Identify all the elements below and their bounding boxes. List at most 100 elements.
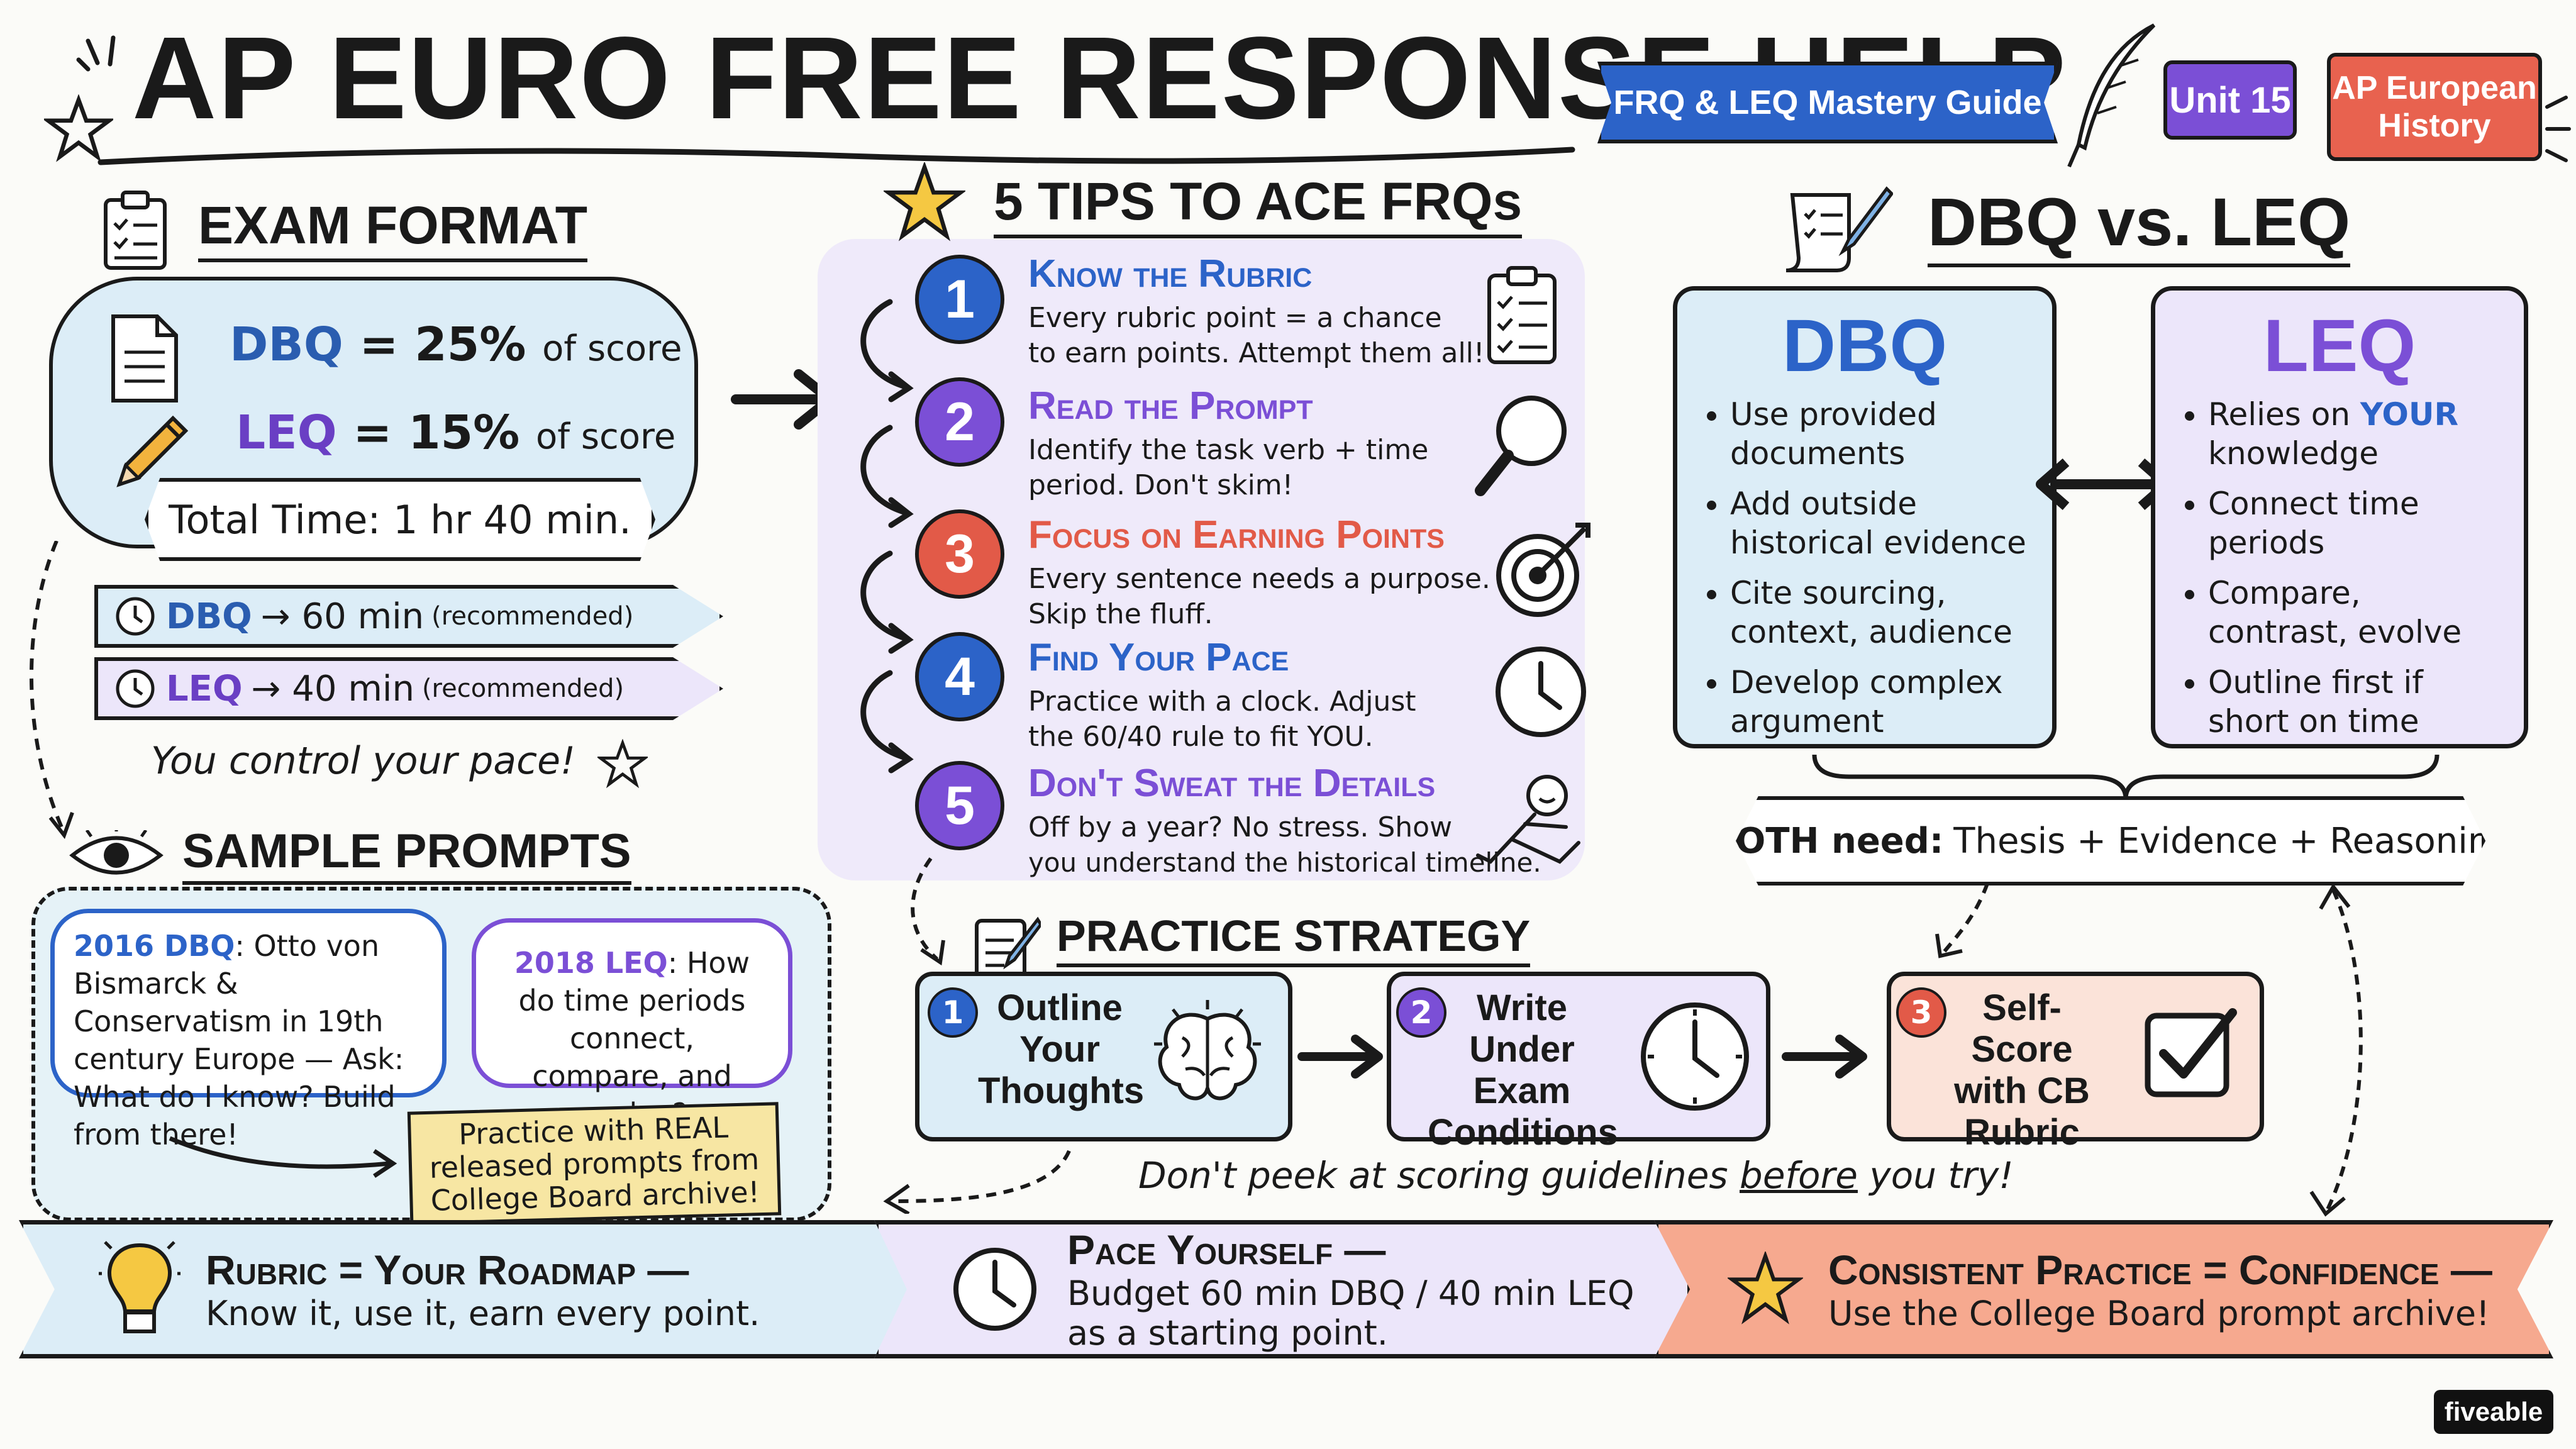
tip-4-number: 4 — [915, 632, 1004, 721]
tip-3-number: 3 — [915, 509, 1004, 599]
star-icon — [884, 162, 965, 244]
bottom-practice-title: Consistent Practice = Confidence — — [1828, 1246, 2492, 1293]
tip-1-body-1: Every rubric point = a chance — [1028, 302, 1442, 334]
dbq-card-list: Use provided documents Add outside histo… — [1702, 395, 2027, 741]
course-badge-line1: AP European — [2332, 70, 2537, 106]
leq-item-prefix: Relies on — [2208, 396, 2360, 433]
list-item: Cite sourcing, context, audience — [1730, 574, 2027, 652]
tip-5-body-2: you understand the historical timeline. — [1028, 847, 1541, 878]
dashed-connector — [893, 855, 969, 969]
target-icon — [1491, 516, 1597, 623]
list-item: Outline first if short on time — [2208, 663, 2499, 741]
pace-note: You control your pace! — [151, 739, 576, 783]
clock-icon — [113, 594, 157, 638]
sticky-note: Practice with REAL released prompts from… — [407, 1102, 782, 1225]
flow-arrows — [846, 296, 928, 799]
tip-4-title: Find Your Pace — [1028, 636, 1289, 679]
dashed-connector — [13, 541, 88, 843]
dbq-sample-year: 2016 DBQ — [74, 929, 235, 963]
dbq-card-heading: DBQ — [1782, 304, 1948, 387]
star-icon — [597, 739, 648, 789]
leq-time-banner: LEQ → 40 min (recommended) — [94, 657, 723, 720]
samples-title: SAMPLE PROMPTS — [182, 824, 631, 885]
list-item: Use provided documents — [1730, 395, 2027, 473]
step-3-number: 3 — [1896, 987, 1946, 1038]
step-2-number: 2 — [1396, 987, 1446, 1038]
dbq-weight-value: = 25% — [359, 318, 526, 372]
leq-weight-label: LEQ — [236, 406, 337, 460]
clock-icon — [113, 667, 157, 711]
tip-4-body-2: the 60/40 rule to fit YOU. — [1028, 721, 1374, 753]
tips-title: 5 TIPS TO ACE FRQs — [994, 171, 1523, 238]
strategy-note-post: you try! — [1857, 1154, 2014, 1197]
tip-5-title: Don't Sweat the Details — [1028, 762, 1436, 805]
tip-5-body-1: Off by a year? No stress. Show — [1028, 811, 1453, 843]
leq-time-value: → 40 min — [251, 668, 414, 709]
tip-1-number: 1 — [915, 255, 1004, 344]
tip-2-title: Read the Prompt — [1028, 384, 1313, 428]
leq-weight-suffix: of score — [536, 416, 676, 457]
dbq-weight-suffix: of score — [542, 328, 682, 369]
tip-3-body-1: Every sentence needs a purpose. — [1028, 563, 1491, 595]
list-item: Relies on YOUR knowledge — [2208, 395, 2499, 473]
bottom-pace-body-1: Budget 60 min DBQ / 40 min LEQ — [1067, 1274, 1635, 1313]
leq-weight-value: = 15% — [353, 406, 520, 460]
guide-badge: FRQ & LEQ Mastery Guide — [1597, 62, 2058, 143]
both-need-label: BOTH need: — [1709, 820, 1944, 862]
step-2-text: Write Under Exam Conditions — [1428, 987, 1618, 1153]
total-time-banner: Total Time: 1 hr 40 min. — [145, 478, 655, 561]
bottom-rubric-title: Rubric = Your Roadmap — — [206, 1246, 689, 1293]
tip-3-title: Focus on Earning Points — [1028, 513, 1445, 557]
brand-logo: fiveable — [2434, 1390, 2553, 1434]
lightbulb-icon — [99, 1236, 180, 1343]
dbq-time-note: (recommended) — [431, 602, 634, 631]
leq-sample-year: 2018 LEQ — [514, 946, 668, 980]
step-3-text: Self-Score with CB Rubric — [1954, 987, 2090, 1153]
dbq-weight-line: DBQ = 25% of score — [230, 318, 682, 372]
list-item: Compare, contrast, evolve — [2208, 574, 2499, 652]
leq-card-list: Relies on YOUR knowledge Connect time pe… — [2180, 395, 2499, 741]
curly-brace — [1811, 752, 2440, 802]
eye-icon — [69, 830, 164, 880]
leq-sample-bubble: 2018 LEQ: How do time periods connect, c… — [472, 918, 792, 1131]
notepad-pen-icon — [972, 912, 1041, 981]
bottom-segment-rubric: Rubric = Your Roadmap — Know it, use it,… — [19, 1220, 912, 1358]
strategy-note: Don't peek at scoring guidelines before … — [1138, 1154, 2014, 1197]
bottom-practice-body: Use the College Board prompt archive! — [1828, 1293, 2490, 1333]
unit-badge: Unit 15 — [2163, 60, 2297, 140]
relaxed-person-icon — [1465, 767, 1591, 880]
tip-3-body-2: Skip the fluff. — [1028, 598, 1213, 630]
dbq-card: DBQ Use provided documents Add outside h… — [1673, 286, 2057, 748]
arrow-right-icon — [1296, 1031, 1390, 1082]
dashed-connector — [1924, 880, 2000, 962]
leq-time-label: LEQ — [166, 668, 243, 709]
both-need-text: Thesis + Evidence + Reasoning — [1953, 820, 2512, 862]
tip-5-number: 5 — [915, 761, 1004, 850]
tip-2-number: 2 — [915, 377, 1004, 467]
clock-icon — [1635, 997, 1755, 1116]
burst-lines-icon — [75, 25, 132, 82]
tip-1-body-2: to earn points. Attempt them all! — [1028, 337, 1485, 369]
leq-item-suffix: knowledge — [2208, 435, 2379, 472]
bottom-rubric-body: Know it, use it, earn every point. — [206, 1293, 760, 1333]
strategy-note-pre: Don't peek at scoring guidelines — [1138, 1154, 1740, 1197]
tip-2-body-1: Identify the task verb + time — [1028, 434, 1429, 466]
leq-card: LEQ Relies on YOUR knowledge Connect tim… — [2151, 286, 2528, 748]
dashed-connector — [874, 1145, 1082, 1214]
bottom-segment-pace: Pace Yourself — Budget 60 min DBQ / 40 m… — [874, 1220, 1692, 1358]
brain-icon — [1145, 994, 1270, 1119]
step-1-text: Outline Your Thoughts — [978, 987, 1145, 1111]
leq-weight-line: LEQ = 15% of score — [236, 406, 675, 460]
tip-1-title: Know the Rubric — [1028, 252, 1313, 296]
pencil-icon — [107, 409, 195, 497]
dbq-time-banner: DBQ → 60 min (recommended) — [94, 585, 723, 648]
course-badge-line2: History — [2378, 108, 2491, 144]
dbq-weight-label: DBQ — [230, 318, 343, 372]
scroll-pen-icon — [1780, 182, 1893, 277]
title-underline — [94, 137, 1579, 175]
checkbox-check-icon — [2138, 1000, 2245, 1107]
leq-item-emphasis: YOUR — [2360, 396, 2458, 433]
dbq-sample-text: : Otto von Bismarck & Conservatism in 19… — [74, 929, 404, 1152]
quill-icon — [2060, 19, 2160, 170]
